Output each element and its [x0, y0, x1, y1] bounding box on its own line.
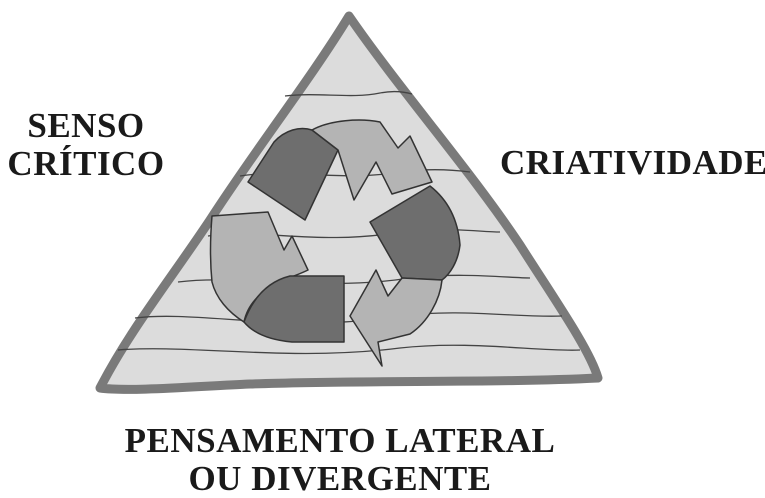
- vertex-label-left-line1: SENSO: [27, 106, 145, 145]
- recycle-arrow-right: [369, 185, 461, 281]
- vertex-label-bottom: PENSAMENTO LATERAL OU DIVERGENTE: [80, 422, 600, 498]
- recycle-icon: [209, 119, 461, 367]
- recycle-arrow-left-head: [243, 275, 345, 343]
- vertex-label-right: CRIATIVIDADE: [500, 143, 765, 182]
- vertex-label-left-line2: CRÍTICO: [7, 144, 165, 183]
- vertex-label-right-line1: CRIATIVIDADE: [500, 143, 765, 182]
- vertex-label-bottom-line2: OU DIVERGENTE: [188, 459, 492, 498]
- vertex-label-left: SENSO CRÍTICO: [0, 107, 172, 183]
- recycle-arrow-top-head: [311, 119, 433, 201]
- triangle-shape: [95, 11, 603, 394]
- vertex-label-bottom-line1: PENSAMENTO LATERAL: [124, 421, 556, 460]
- recycle-arrow-right-head: [349, 269, 443, 367]
